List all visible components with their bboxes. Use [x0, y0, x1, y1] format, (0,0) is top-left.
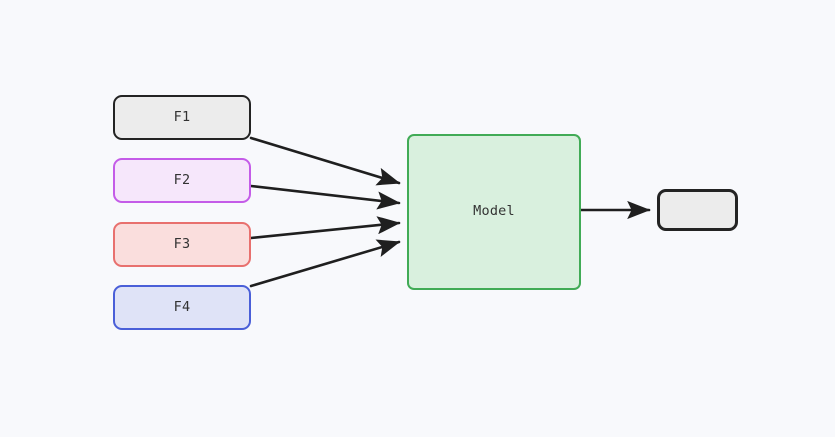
- node-f1-label: F1: [173, 108, 191, 125]
- node-f3[interactable]: F3: [113, 222, 251, 267]
- node-f2-label: F2: [173, 171, 191, 188]
- node-model-label: Model: [473, 203, 515, 220]
- edge-f1-to-model: [249, 136, 401, 186]
- node-output[interactable]: [657, 189, 738, 231]
- node-f4-label: F4: [173, 298, 191, 315]
- node-model[interactable]: Model: [407, 134, 581, 290]
- node-f1[interactable]: F1: [113, 95, 251, 140]
- node-f3-label: F3: [173, 235, 191, 252]
- node-f4[interactable]: F4: [113, 285, 251, 330]
- edge-f2-to-model: [249, 184, 401, 210]
- node-f2[interactable]: F2: [113, 158, 251, 203]
- edge-f3-to-model: [249, 216, 401, 240]
- edge-f4-to-model: [249, 239, 401, 288]
